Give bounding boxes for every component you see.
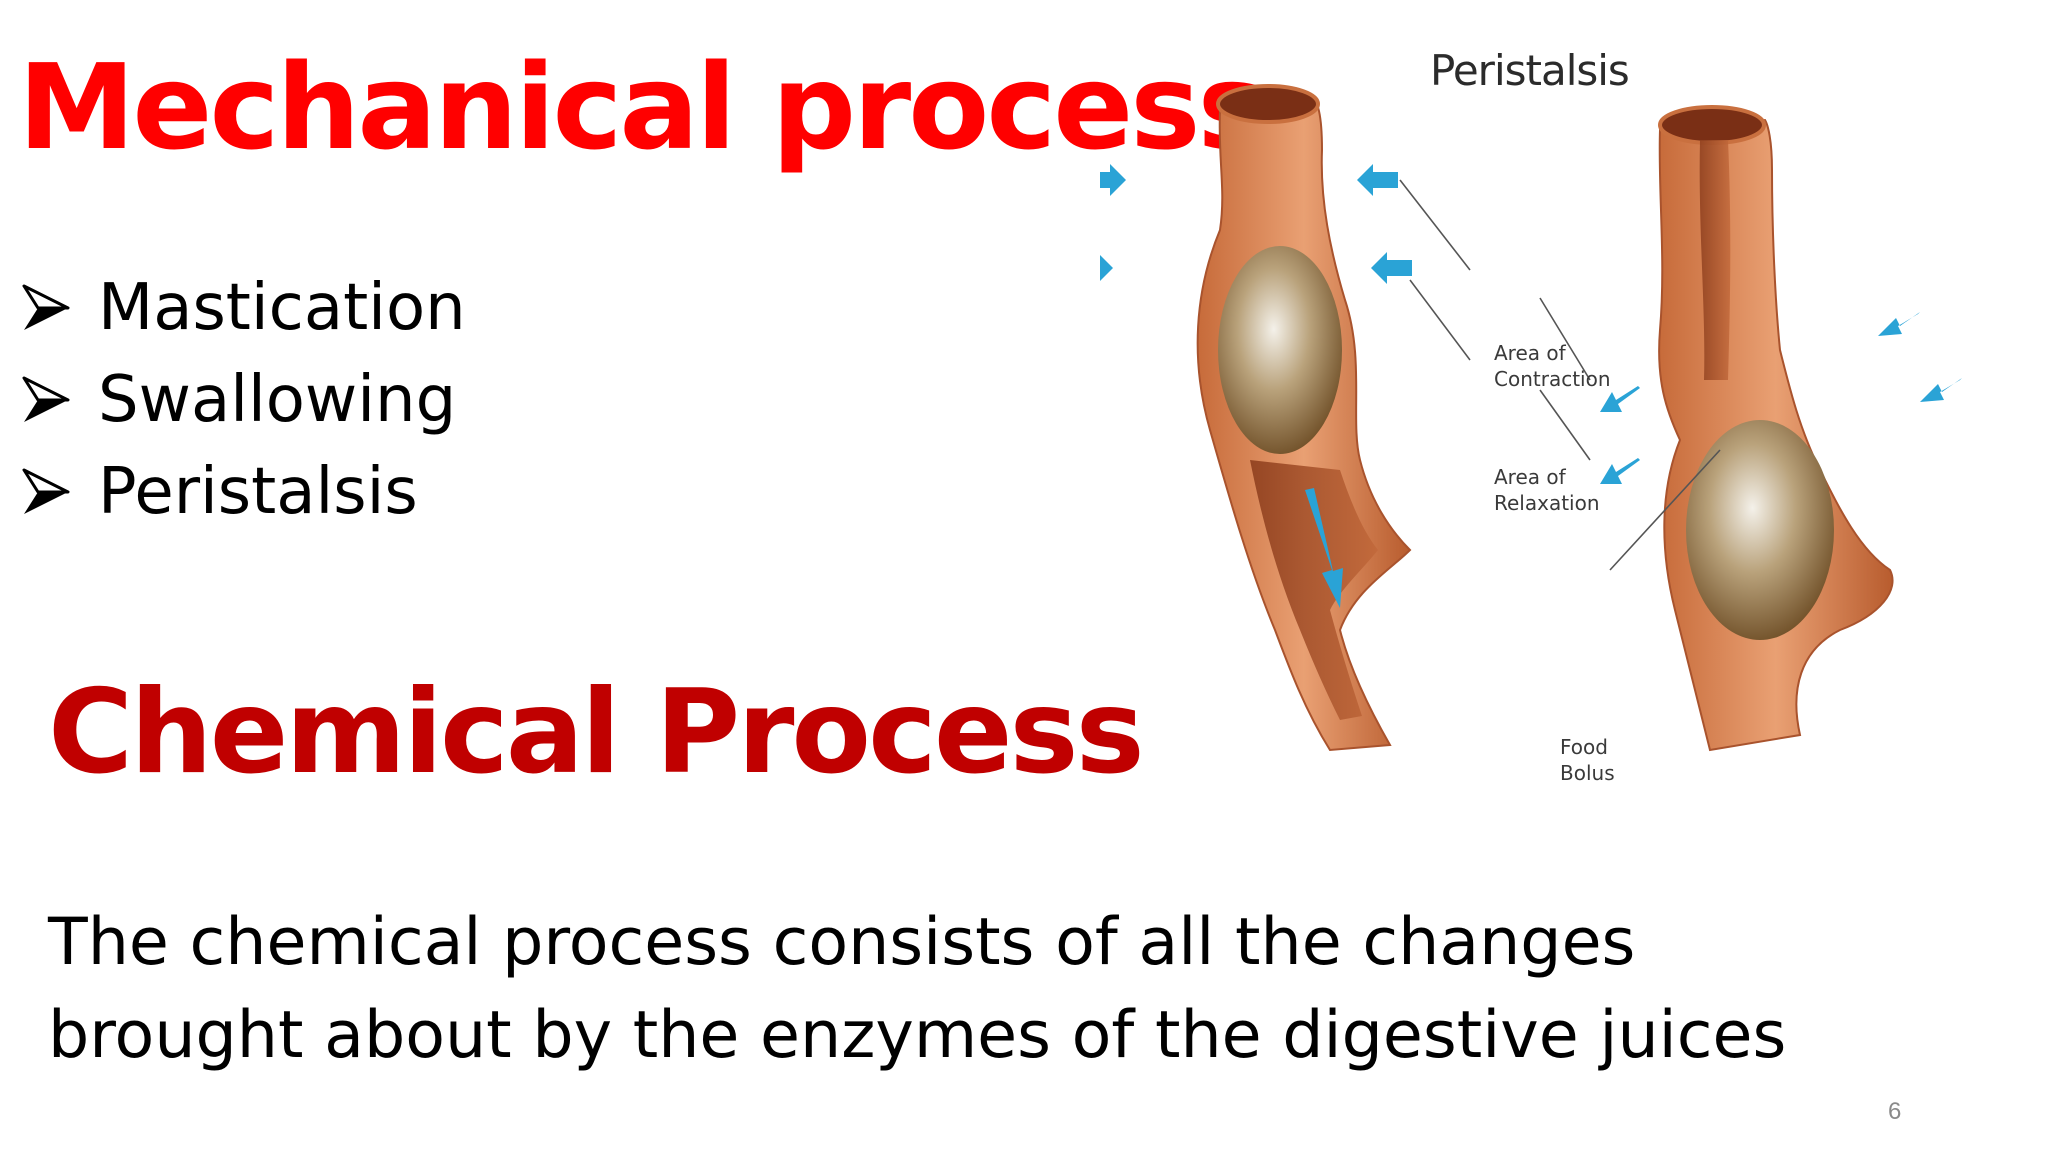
label-leader-lines xyxy=(1399,179,1721,571)
esophagus-left xyxy=(1196,84,1412,752)
arrow-left-icon xyxy=(1357,164,1398,196)
list-item-label: Swallowing xyxy=(98,363,457,437)
list-item: Swallowing xyxy=(20,354,466,446)
peristalsis-figure-title: Peristalsis xyxy=(1430,46,1630,95)
bolus-direction-arrow xyxy=(1305,488,1343,608)
relaxation-label: Area of Relaxation xyxy=(1494,465,1600,515)
arrow-up-right-icon xyxy=(1600,386,1640,412)
arrow-up-right-icon xyxy=(1600,458,1640,484)
peristalsis-diagram xyxy=(1100,84,1962,752)
esophagus-left-opening xyxy=(1216,84,1320,124)
peristalsis-illustration: Peristalsis Area of Contraction Area of … xyxy=(1100,30,2030,830)
arrowhead-bullet-icon xyxy=(22,468,70,514)
arrow-down-left-icon xyxy=(1920,378,1962,402)
chemical-process-title: Chemical Process xyxy=(48,665,1145,800)
arrowhead-bullet-icon xyxy=(22,376,70,422)
list-item-label: Mastication xyxy=(98,271,466,345)
list-item: Mastication xyxy=(20,262,466,354)
esophagus-right-lumen xyxy=(1699,140,1731,380)
arrow-left-icon xyxy=(1371,252,1412,284)
food-bolus-right xyxy=(1686,420,1834,640)
page-number: 6 xyxy=(1888,1098,1902,1125)
contraction-arrows xyxy=(1100,164,1962,484)
food-bolus-label: Food Bolus xyxy=(1560,735,1615,785)
mechanical-process-list: Mastication Swallowing Peristalsis xyxy=(20,262,466,538)
arrow-right-icon xyxy=(1100,255,1113,281)
list-item: Peristalsis xyxy=(20,446,466,538)
food-bolus-left xyxy=(1218,246,1342,454)
arrow-right-icon xyxy=(1100,164,1126,196)
esophagus-right-opening xyxy=(1658,105,1766,145)
mechanical-process-title: Mechanical process xyxy=(18,38,1268,176)
esophagus-right xyxy=(1658,105,1894,752)
arrowhead-bullet-icon xyxy=(22,284,70,330)
esophagus-left-lumen xyxy=(1250,460,1378,720)
contraction-label: Area of Contraction xyxy=(1494,341,1611,391)
arrow-down-left-icon xyxy=(1878,312,1920,336)
list-item-label: Peristalsis xyxy=(98,455,418,529)
chemical-process-description: The chemical process consists of all the… xyxy=(48,905,1787,1073)
